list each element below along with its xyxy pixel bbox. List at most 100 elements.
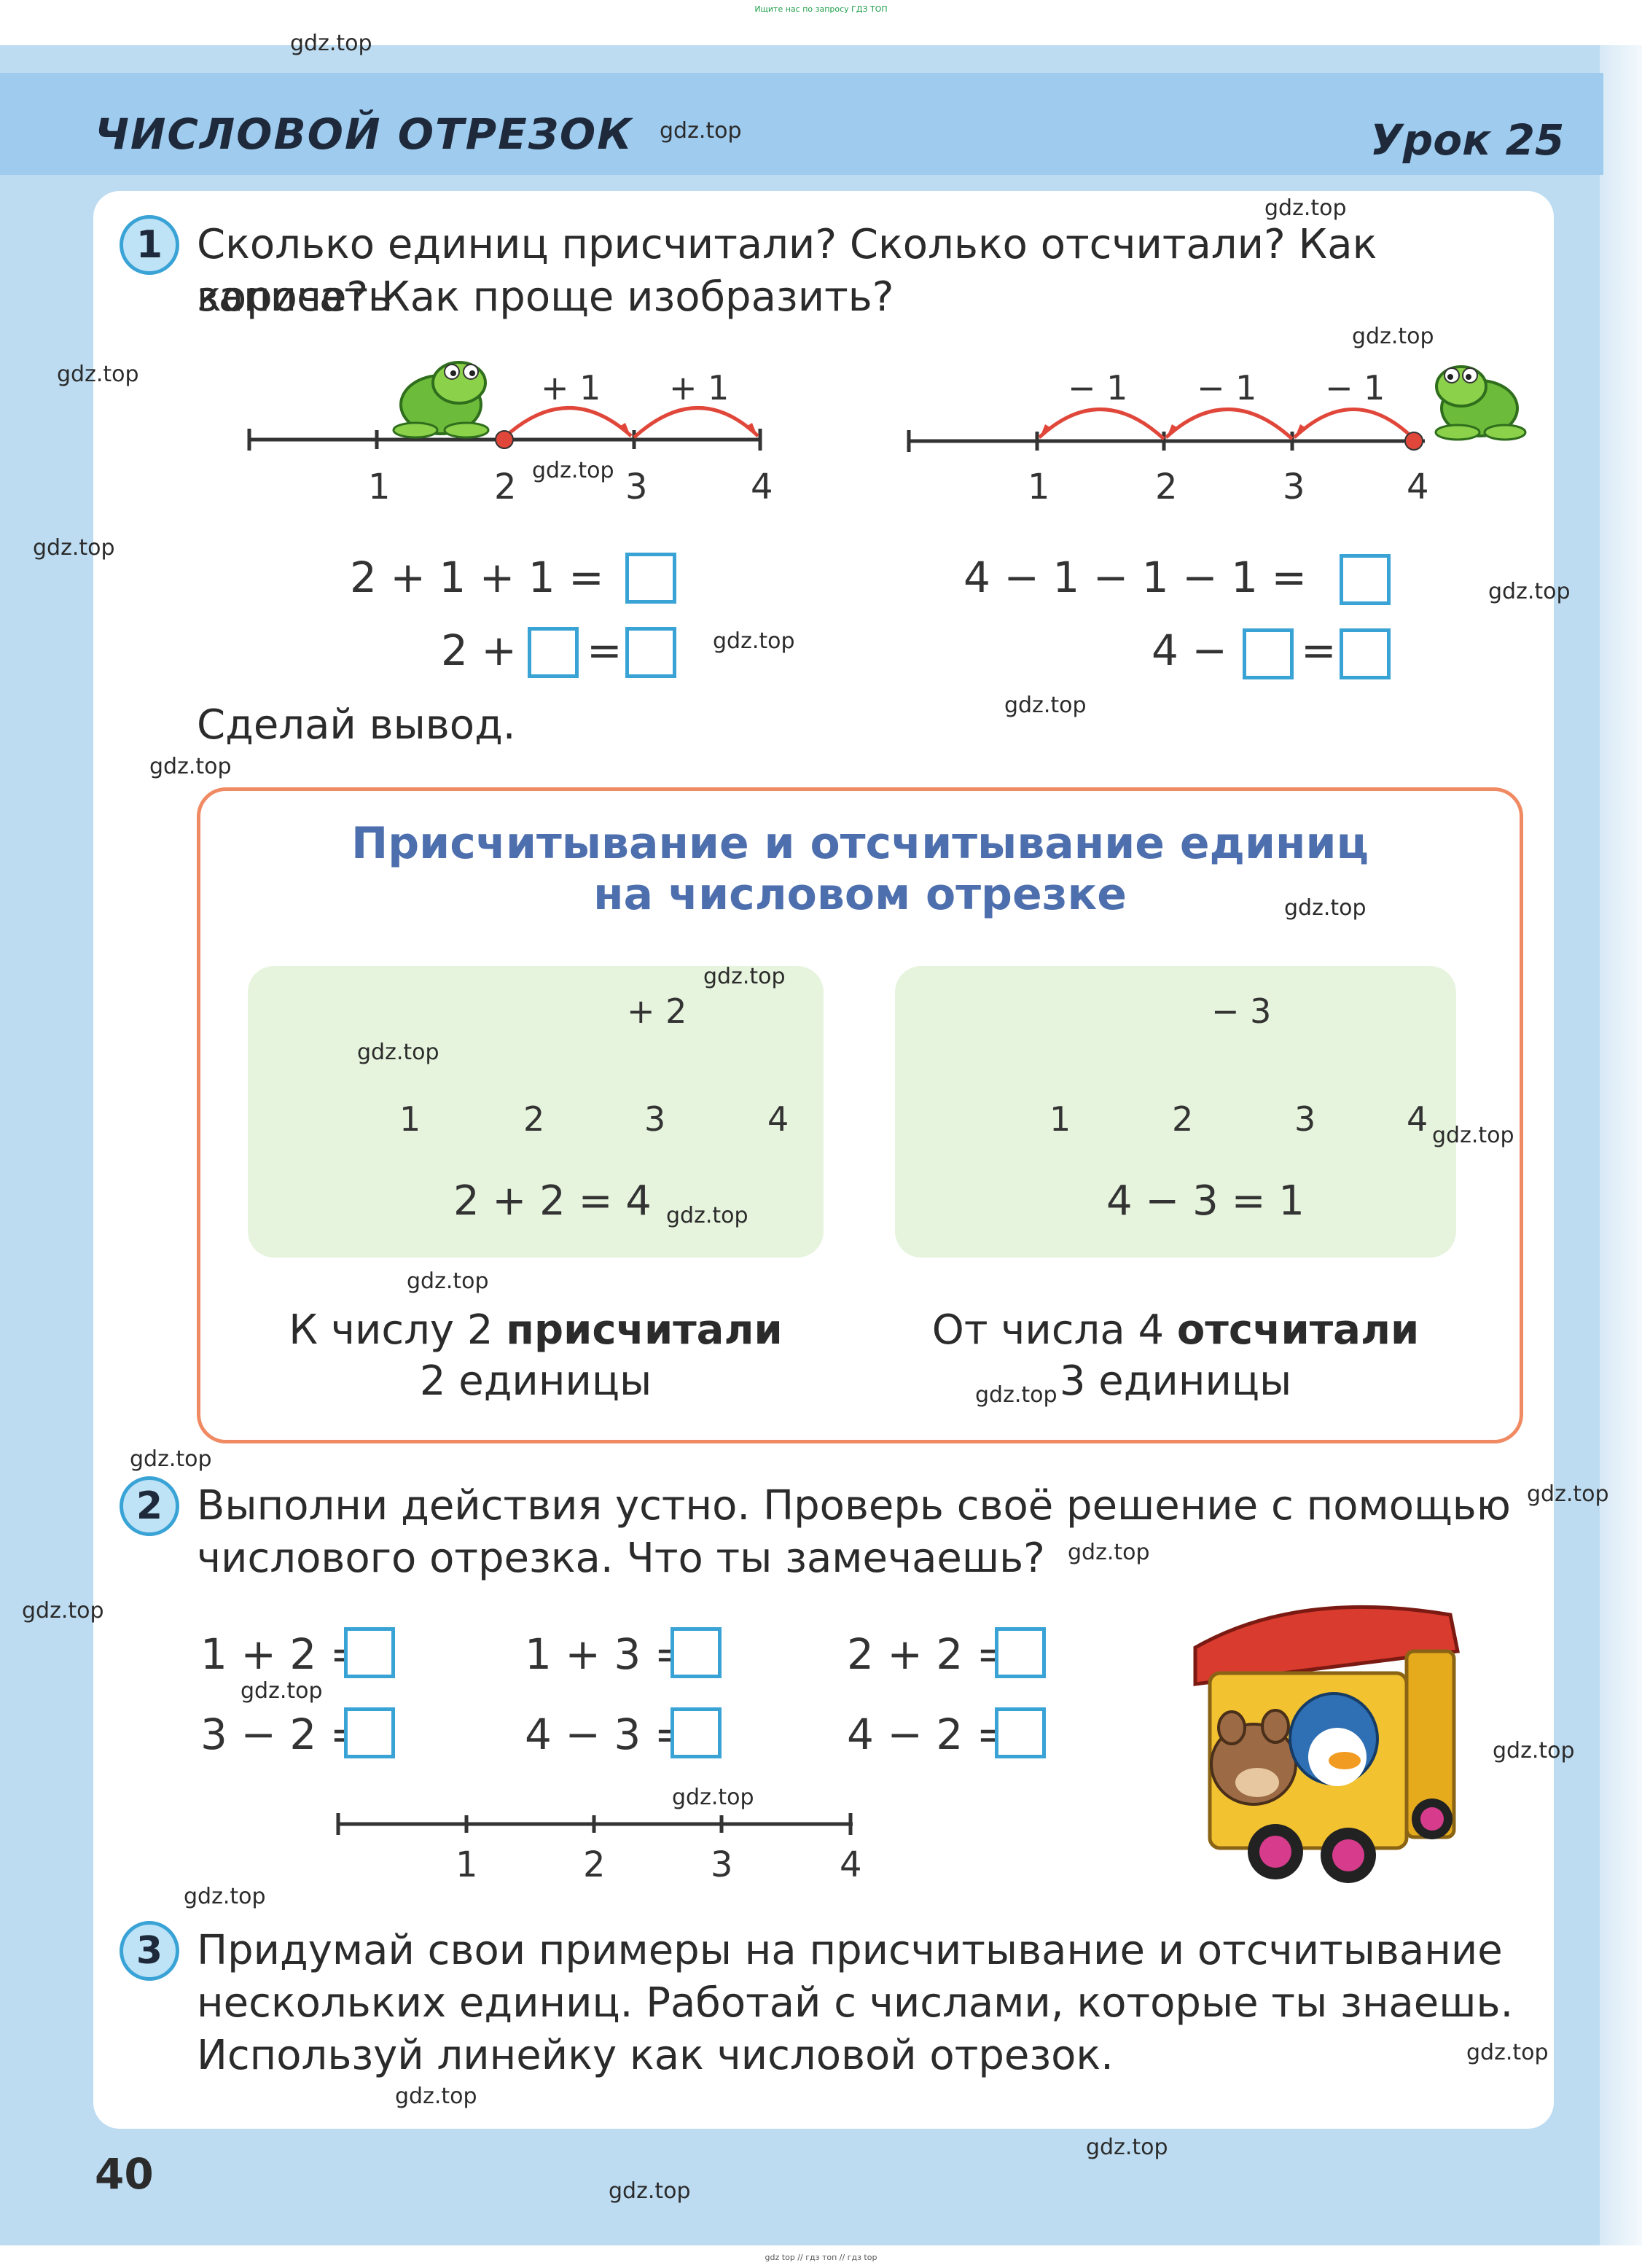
header-band <box>0 73 1603 175</box>
tick-label: 1 <box>1049 1099 1071 1139</box>
tick-label: 2 <box>1155 467 1178 507</box>
equation-add: 2 + 1 + 1 = <box>350 553 604 602</box>
watermark: gdz.top <box>1004 693 1087 718</box>
equation-subtract: 4 − 1 − 1 − 1 = <box>963 553 1307 602</box>
watermark: gdz.top <box>703 964 786 989</box>
arc-minus-1-b <box>1165 408 1294 440</box>
equation-add-short: 2 + <box>441 626 517 675</box>
watermark: gdz.top <box>357 1040 439 1065</box>
equation-subtract-short: 4 − <box>1152 626 1227 675</box>
arc-label: − 1 <box>1325 368 1385 408</box>
tick-label: 3 <box>711 1844 733 1885</box>
watermark: gdz.top <box>395 2084 477 2109</box>
equals-sign: = <box>587 626 622 675</box>
page-edge <box>1600 45 1642 2245</box>
example: 3 − 2 = <box>200 1710 366 1759</box>
task-number-badge: 1 <box>120 215 179 275</box>
tick-label: 4 <box>767 1099 789 1139</box>
arc-minus-1-c <box>1038 408 1165 440</box>
tick-label: 4 <box>1407 1099 1428 1139</box>
start-point-dot <box>495 430 514 449</box>
tick-label: 4 <box>751 467 773 507</box>
watermark: gdz.top <box>290 31 372 56</box>
start-point-dot <box>1404 432 1423 451</box>
arc-label: + 1 <box>669 368 730 408</box>
arc-label: + 1 <box>541 368 601 408</box>
rule-text-left-line2: 2 единицы <box>419 1357 652 1405</box>
watermark: gdz.top <box>532 458 614 483</box>
frog-illustration <box>392 361 490 439</box>
answer-box[interactable] <box>625 553 676 604</box>
lesson-label: Урок 25 <box>1370 115 1565 165</box>
answer-box[interactable] <box>671 1627 722 1678</box>
tick-label: 4 <box>1407 467 1429 507</box>
task2-number-line <box>336 1813 853 1835</box>
answer-box[interactable] <box>1340 628 1391 679</box>
watermark: gdz.top <box>1284 895 1367 921</box>
watermark: gdz.top <box>609 2178 691 2204</box>
arc-label: − 1 <box>1197 368 1257 408</box>
task-number-badge: 3 <box>120 1921 179 1981</box>
tick-label: 2 <box>523 1099 545 1139</box>
rule-text-right-line2: 3 единицы <box>1059 1357 1292 1405</box>
rule-title-line1: Присчитывание и отсчитывание единиц <box>351 818 1369 869</box>
task2-text-line2: числового отрезка. Что ты замечаешь? <box>197 1535 1045 1582</box>
rule-text-left-line1: К числу 2 присчитали <box>289 1306 783 1354</box>
watermark: gdz.top <box>1466 2040 1549 2065</box>
answer-box[interactable] <box>528 627 579 678</box>
train-wagon-illustration <box>1193 1605 1460 1883</box>
arc-minus-1-a <box>1293 408 1415 440</box>
example: 2 + 2 = <box>847 1629 1012 1679</box>
watermark: gdz.top <box>666 1203 748 1228</box>
arc-label: − 1 <box>1068 368 1128 408</box>
answer-box[interactable] <box>1243 628 1294 679</box>
watermark: gdz.top <box>1432 1123 1514 1148</box>
tick-label: 1 <box>1028 467 1050 507</box>
task3-text-line1: Придумай свои примеры на присчитывание и… <box>197 1927 1503 1974</box>
watermark: gdz.top <box>975 1382 1057 1408</box>
number-line-right <box>907 430 1425 452</box>
task3-text-line2: нескольких единиц. Работай с числами, ко… <box>197 1979 1514 2027</box>
answer-box[interactable] <box>344 1627 395 1678</box>
watermark: gdz.top <box>1488 579 1571 604</box>
watermark: gdz.top <box>184 1884 266 1909</box>
conclusion-prompt: Сделай вывод. <box>197 701 516 749</box>
example: 1 + 2 = <box>200 1629 366 1679</box>
tick-label: 2 <box>494 467 517 507</box>
rule-equation-right: 4 − 3 = 1 <box>1106 1177 1305 1225</box>
task2-text-line1: Выполни действия устно. Проверь своё реш… <box>197 1482 1511 1529</box>
watermark: gdz.top <box>407 1269 489 1294</box>
equals-sign: = <box>1301 626 1337 675</box>
tick-label: 3 <box>625 467 648 507</box>
watermark: gdz.top <box>130 1446 212 1472</box>
watermark: gdz.top <box>1352 324 1434 349</box>
rule-equation-left: 2 + 2 = 4 <box>453 1177 652 1225</box>
task1-text-line1: Сколько единиц присчитали? Сколько отсчи… <box>197 221 1377 321</box>
top-note: Ищите нас по запросу ГДЗ ТОП <box>754 4 888 14</box>
watermark: gdz.top <box>241 1678 323 1704</box>
arc-plus-1-b <box>633 406 759 439</box>
answer-box[interactable] <box>995 1707 1046 1758</box>
answer-box[interactable] <box>671 1707 722 1758</box>
page-title: ЧИСЛОВОЙ ОТРЕЗОК <box>95 109 633 159</box>
watermark: gdz.top <box>57 362 139 387</box>
watermark: gdz.top <box>660 118 742 144</box>
answer-box[interactable] <box>1340 554 1391 605</box>
tick-label: 3 <box>1283 467 1305 507</box>
watermark: gdz.top <box>1068 1540 1150 1565</box>
tick-label: 3 <box>1294 1099 1316 1139</box>
rule-text-right-line1: От числа 4 отсчитали <box>931 1306 1420 1354</box>
task1-text-line2: короче? Как проще изобразить? <box>197 273 894 321</box>
frog-illustration <box>1434 365 1527 441</box>
tick-label: 2 <box>583 1844 606 1885</box>
answer-box[interactable] <box>344 1707 395 1758</box>
watermark: gdz.top <box>1086 2135 1168 2160</box>
rule-example-left <box>248 966 824 1258</box>
tick-label: 1 <box>456 1844 478 1885</box>
arc-plus-1-a <box>503 406 633 439</box>
watermark: gdz.top <box>33 535 115 561</box>
arc-label: − 3 <box>1211 991 1272 1031</box>
answer-box[interactable] <box>995 1627 1046 1678</box>
answer-box[interactable] <box>625 627 676 678</box>
tick-label: 1 <box>399 1099 421 1139</box>
